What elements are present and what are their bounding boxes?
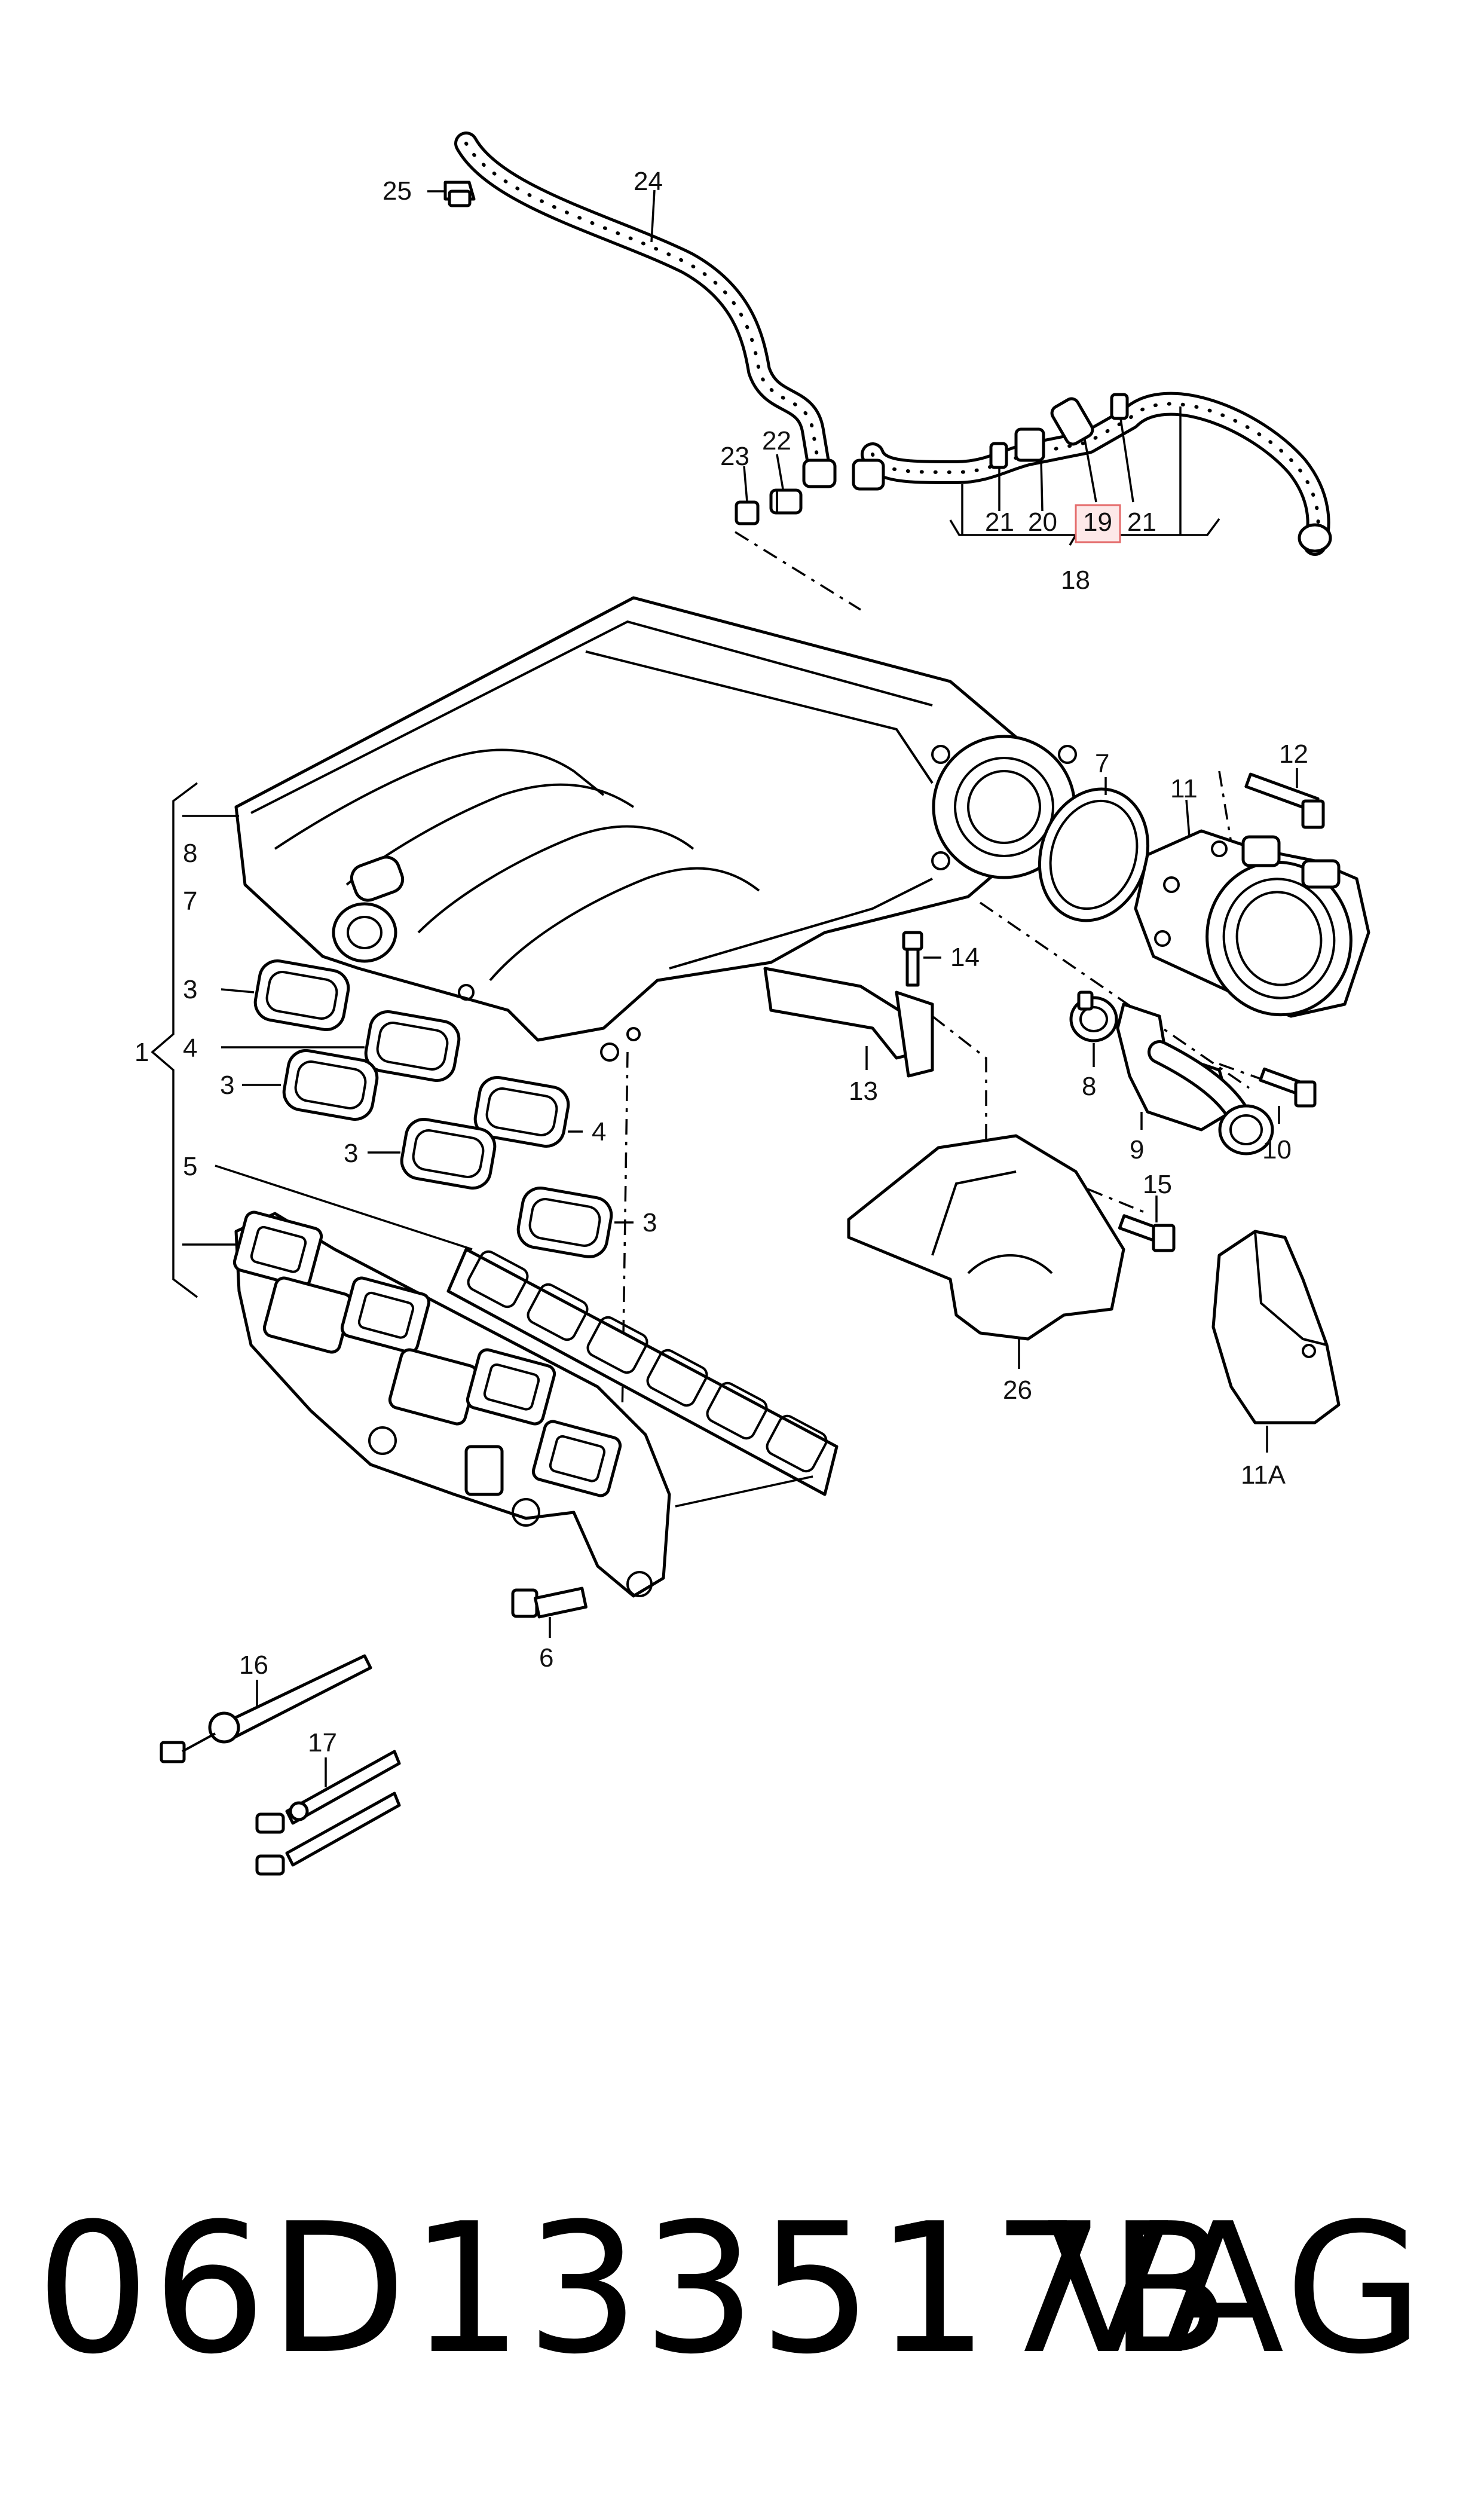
exploded-parts-diagram: 25 24 22 23 21 20 19 21 18	[134, 132, 1370, 1876]
intake-manifold-upper[interactable]	[234, 596, 1077, 1062]
bolt-14[interactable]	[902, 931, 923, 987]
callout-6: 6	[539, 1643, 553, 1673]
highlight-19	[1075, 504, 1121, 543]
throttle-body-11[interactable]	[1134, 829, 1370, 1028]
clamp-21-right[interactable]	[1110, 393, 1129, 420]
breather-hose-assembly-18[interactable]	[852, 392, 1332, 556]
cable-ties-17[interactable]	[255, 1750, 401, 1876]
callout-11: 11	[1170, 774, 1198, 803]
callout-3-d: 3	[642, 1208, 657, 1237]
gasket-3-d[interactable]	[515, 1185, 614, 1260]
callout-4-b: 4	[592, 1117, 606, 1147]
callout-3-a: 3	[183, 975, 197, 1004]
callout-8-right: 8	[1082, 1072, 1096, 1101]
bolt-12[interactable]	[1244, 772, 1325, 829]
connector-22[interactable]	[769, 488, 803, 515]
callout-20: 20	[1028, 508, 1057, 537]
callout-21-right: 21	[1127, 508, 1156, 537]
callout-19: 19	[1083, 508, 1112, 537]
callout-23: 23	[720, 442, 749, 471]
bolt-10[interactable]	[1259, 1067, 1317, 1108]
callout-25: 25	[383, 176, 412, 206]
bracket-13[interactable]	[763, 967, 934, 1078]
clamp-21-left[interactable]	[989, 442, 1008, 469]
callout-11a: 11A	[1241, 1460, 1286, 1490]
hose-clamp-8[interactable]	[1069, 990, 1118, 1043]
callout-12: 12	[1279, 739, 1308, 769]
footer: 06D133517B VAG	[0, 2176, 1484, 2439]
connector-pipe-9[interactable]	[1116, 1002, 1274, 1155]
gasket-strip-5[interactable]	[446, 1248, 839, 1496]
callout-7-right: 7	[1095, 749, 1109, 778]
gasket-3-a[interactable]	[252, 958, 351, 1033]
connector-23[interactable]	[735, 500, 760, 525]
callout-8-left: 8	[183, 839, 197, 868]
vacuum-hose-24[interactable]	[454, 132, 837, 488]
brand-label: VAG	[1047, 2185, 1427, 2393]
callout-1: 1	[134, 1038, 149, 1067]
cable-tie-16[interactable]	[160, 1654, 372, 1763]
callout-22: 22	[762, 426, 791, 455]
gasket-3-c[interactable]	[399, 1117, 497, 1191]
callout-15: 15	[1143, 1170, 1172, 1199]
callout-3-b: 3	[220, 1071, 234, 1100]
callout-26: 26	[1003, 1375, 1032, 1405]
callout-14: 14	[950, 943, 980, 972]
screw-15[interactable]	[1118, 1214, 1176, 1252]
gasket-4-a[interactable]	[363, 1009, 461, 1084]
callout-7-left: 7	[183, 886, 197, 916]
callout-21-left: 21	[985, 508, 1014, 537]
callout-4-a: 4	[183, 1034, 197, 1063]
callout-10: 10	[1262, 1135, 1292, 1164]
valve-19[interactable]	[1049, 396, 1096, 447]
hose-clip-25[interactable]	[443, 181, 476, 207]
callout-3-c: 3	[344, 1139, 358, 1168]
gasket-4-b[interactable]	[472, 1075, 571, 1150]
callout-13: 13	[849, 1077, 878, 1106]
heat-shield-26[interactable]	[847, 1134, 1125, 1341]
callout-24: 24	[634, 167, 663, 196]
gasket-3-b[interactable]	[281, 1048, 380, 1123]
callout-5: 5	[183, 1152, 197, 1181]
intake-manifold-lower[interactable]	[232, 1210, 671, 1598]
callout-17: 17	[308, 1728, 337, 1757]
callout-9: 9	[1130, 1135, 1144, 1164]
valve-20[interactable]	[1014, 427, 1045, 462]
part-number: 06D133517B	[36, 2185, 1234, 2393]
cover-11a[interactable]	[1211, 1230, 1341, 1424]
callout-18: 18	[1061, 565, 1090, 595]
callout-16: 16	[239, 1650, 268, 1680]
bolt-6[interactable]	[511, 1586, 588, 1619]
